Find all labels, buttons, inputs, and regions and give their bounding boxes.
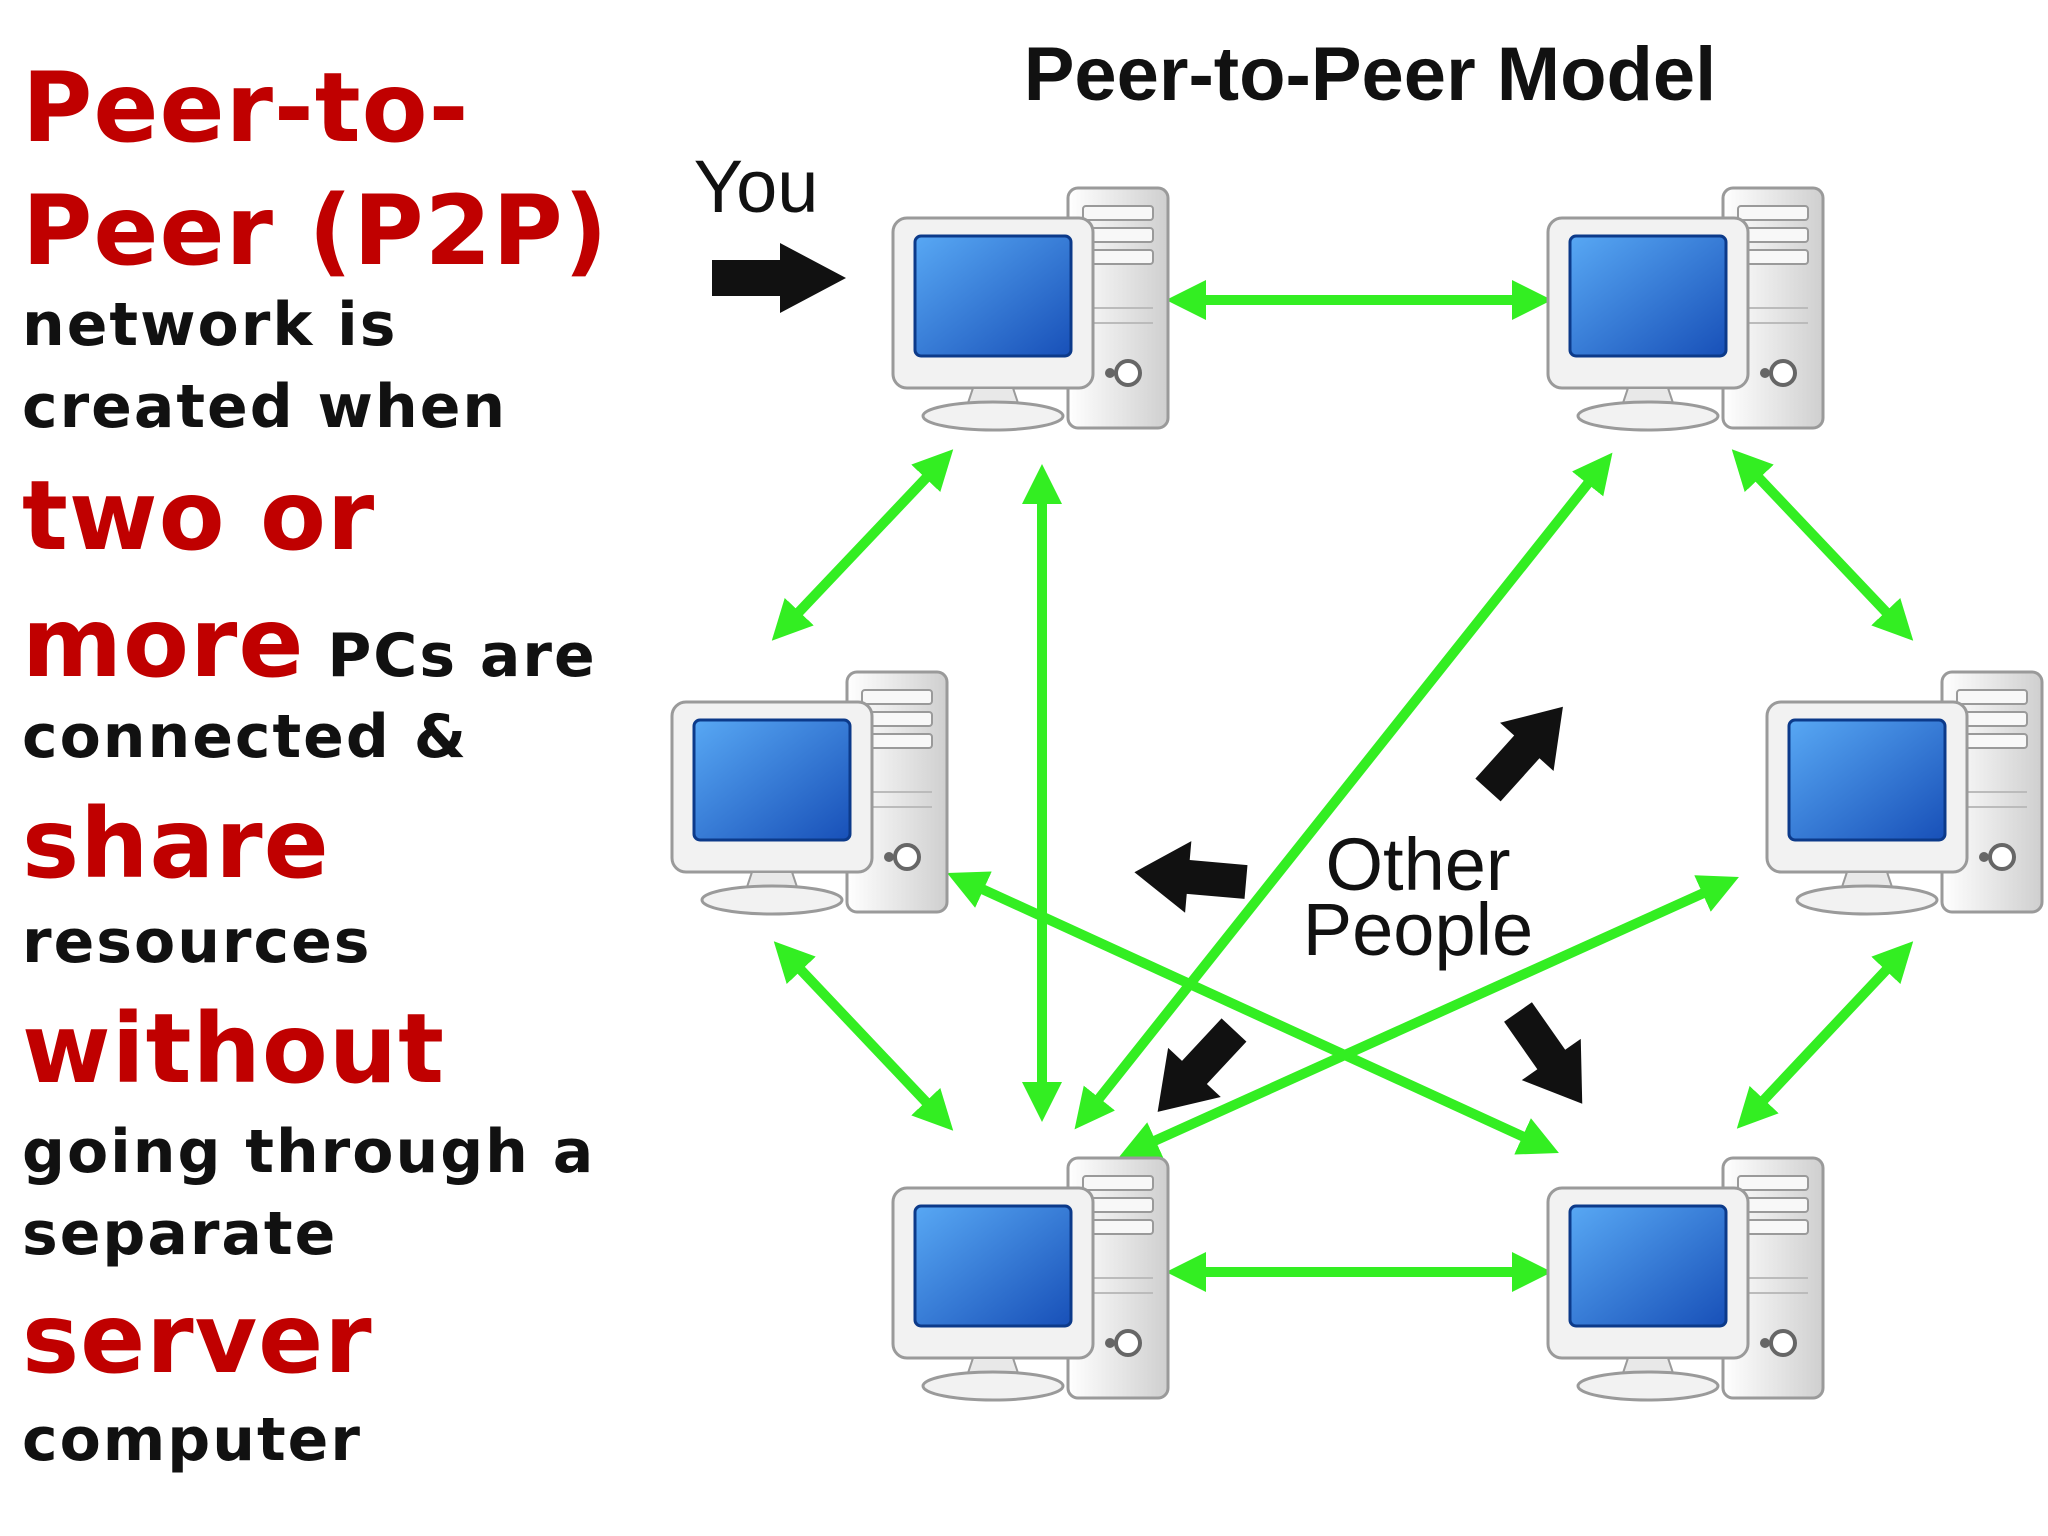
- description-line-14: computer: [22, 1405, 362, 1475]
- emphasis-more: more: [22, 587, 305, 699]
- emphasis-share: share: [22, 788, 330, 900]
- pointer-arrow-left: [1134, 841, 1248, 913]
- description-line-7: connected &: [22, 702, 469, 772]
- pointer-arrow-down-right: [1504, 1002, 1583, 1104]
- desktop-computer-icon-bottom-right: [1546, 1156, 1825, 1402]
- diagram-title: Peer-to-Peer Model: [1024, 32, 1717, 117]
- connection-left-bottom: [773, 941, 954, 1131]
- connection-topright-right: [1731, 449, 1914, 641]
- desktop-computer-icon-right: [1765, 670, 2044, 916]
- pointer-arrows: [1134, 706, 1583, 1112]
- pointer-arrow-up-right: [1475, 706, 1563, 802]
- emphasis-two-or: two or: [22, 460, 376, 572]
- description-line-12: separate: [22, 1199, 338, 1269]
- pcs-are-text: PCs are: [304, 621, 597, 691]
- description-line-3: network is: [22, 290, 398, 360]
- emphasis-without: without: [22, 993, 446, 1105]
- description-line-4: created when: [22, 372, 508, 442]
- description-line-6: more PCs are: [22, 587, 597, 699]
- connections: [771, 280, 1914, 1292]
- you-label: You: [694, 145, 819, 228]
- you-pointer-arrow: [712, 243, 846, 313]
- description-line-9: resources: [22, 907, 372, 977]
- connection-you-left: [771, 449, 954, 641]
- headline-line-2: Peer (P2P): [22, 175, 609, 287]
- description-text: Peer-to- Peer (P2P) network is created w…: [20, 0, 670, 1536]
- headline-line-1: Peer-to-: [22, 52, 470, 164]
- other-people-label-line-2: People: [1303, 888, 1533, 971]
- other-people-label-line-1: Other: [1325, 823, 1510, 906]
- pointer-arrow-down-left: [1157, 1018, 1247, 1112]
- description-line-11: going through a: [22, 1117, 596, 1187]
- desktop-computer-icon-bottom-left: [891, 1156, 1170, 1402]
- connection-right-bottomright: [1736, 941, 1914, 1129]
- desktop-computer-icon-top-right: [1546, 186, 1825, 432]
- desktop-computer-icon-you: [891, 186, 1170, 432]
- emphasis-server: server: [22, 1283, 373, 1395]
- desktop-computer-icon-left: [670, 670, 949, 916]
- connection-right-bottomleft: [1119, 875, 1739, 1159]
